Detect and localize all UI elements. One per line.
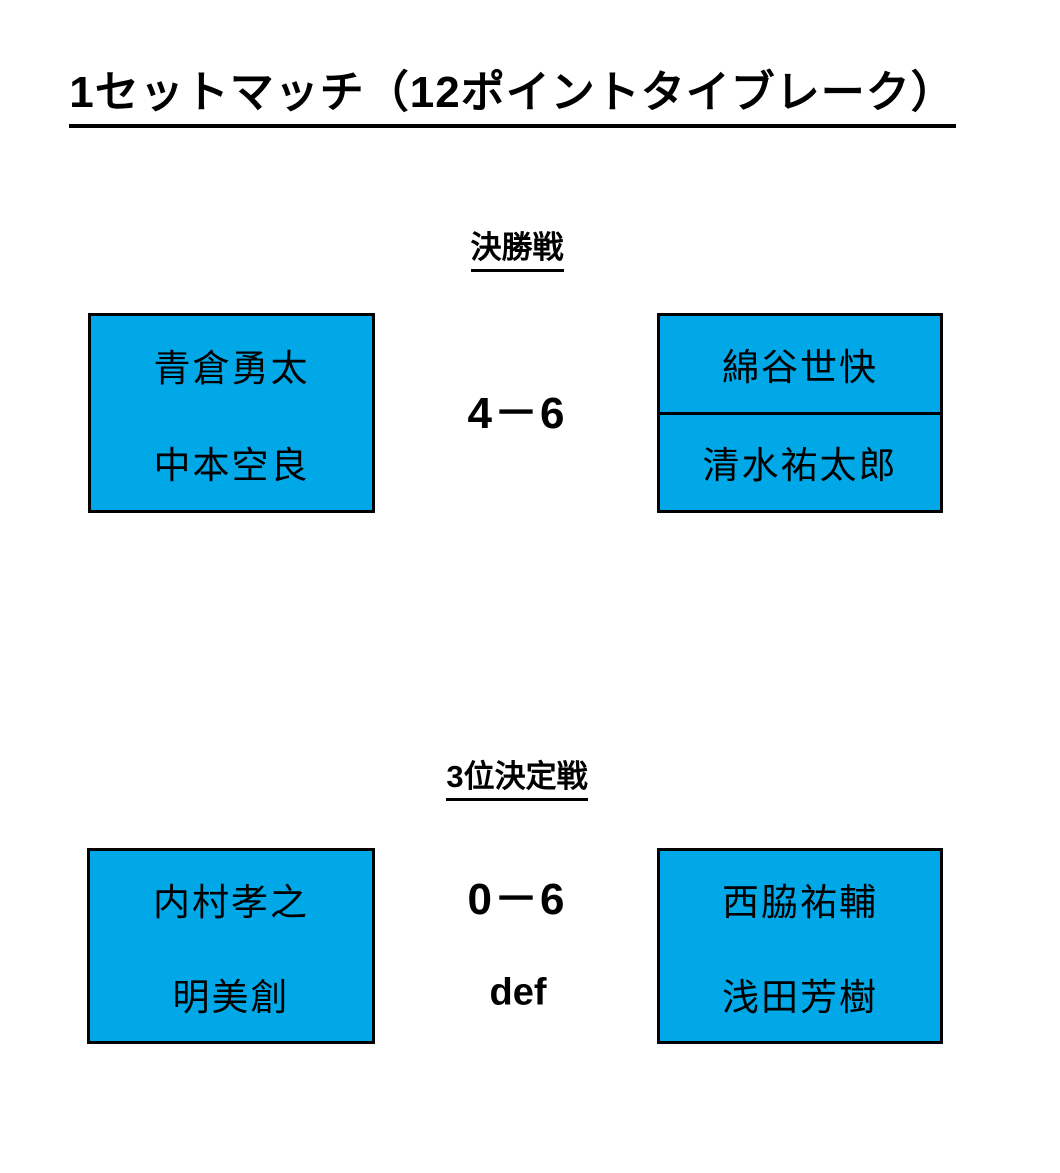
player-name: 西脇祐輔 <box>722 881 878 923</box>
team-cell: 青倉勇太 <box>91 316 372 413</box>
third-place-section-header-row: 3位決定戦 <box>0 751 1034 801</box>
third-place-result-note: def <box>489 971 547 1014</box>
final-section-header-row: 決勝戦 <box>0 222 1034 272</box>
final-section-title: 決勝戦 <box>470 222 564 272</box>
page-title: 1セットマッチ（12ポイントタイブレーク） <box>69 56 956 128</box>
team-cell: 清水祐太郎 <box>660 415 940 511</box>
final-right-team-box: 綿谷世快 清水祐太郎 <box>657 313 943 513</box>
final-left-team-box: 青倉勇太 中本空良 <box>88 313 375 513</box>
third-place-right-team-box: 西脇祐輔 浅田芳樹 <box>657 848 943 1044</box>
player-name: 内村孝之 <box>153 881 309 923</box>
third-place-section-title: 3位決定戦 <box>446 751 588 801</box>
team-cell: 中本空良 <box>91 413 372 510</box>
team-cell: 内村孝之 <box>90 851 372 946</box>
final-score: 4－6 <box>467 389 567 438</box>
title-row: 1セットマッチ（12ポイントタイブレーク） <box>0 56 1025 128</box>
player-name: 清水祐太郎 <box>702 445 898 487</box>
player-name: 明美創 <box>172 976 290 1018</box>
team-cell: 明美創 <box>90 946 372 1041</box>
player-name: 綿谷世快 <box>722 346 878 388</box>
player-name: 青倉勇太 <box>153 347 310 389</box>
team-cell: 浅田芳樹 <box>660 946 940 1041</box>
player-name: 浅田芳樹 <box>722 976 878 1018</box>
third-place-score: 0－6 <box>467 875 567 924</box>
team-cell: 綿谷世快 <box>660 316 940 415</box>
team-cell: 西脇祐輔 <box>660 851 940 946</box>
player-name: 中本空良 <box>153 444 310 486</box>
third-place-left-team-box: 内村孝之 明美創 <box>87 848 375 1044</box>
